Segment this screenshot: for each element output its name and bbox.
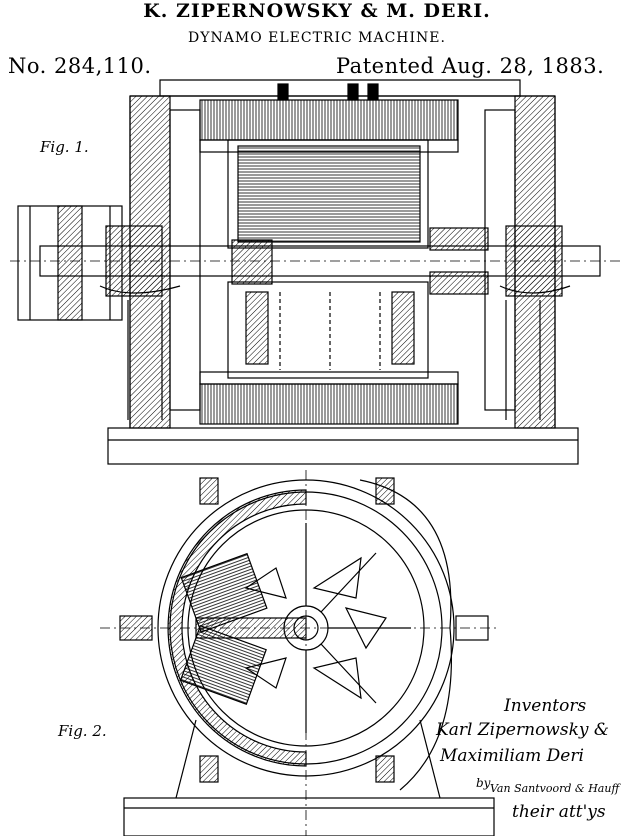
inventors-names-heading: K. ZIPERNOWSKY & M. DERI. [143,0,491,22]
inventors-heading: Inventors [504,696,587,716]
patent-date: Patented Aug. 28, 1883. [336,54,605,78]
invention-title: DYNAMO ELECTRIC MACHINE. [188,30,446,46]
fig2-drawing [100,470,500,836]
fig1-drawing [10,79,620,465]
attorneys-label: their att'ys [512,802,606,822]
inventor-1-signature: Karl Zipernowsky & [436,720,610,740]
fig2-label: Fig. 2. [58,722,107,740]
inventor-2-signature: Maximiliam Deri [440,746,584,766]
fig1-label: Fig. 1. [40,138,89,156]
by-label: by [476,776,491,790]
attorneys-firm: Van Santvoord & Hauff [490,782,620,795]
patent-number: No. 284,110. [8,54,152,78]
